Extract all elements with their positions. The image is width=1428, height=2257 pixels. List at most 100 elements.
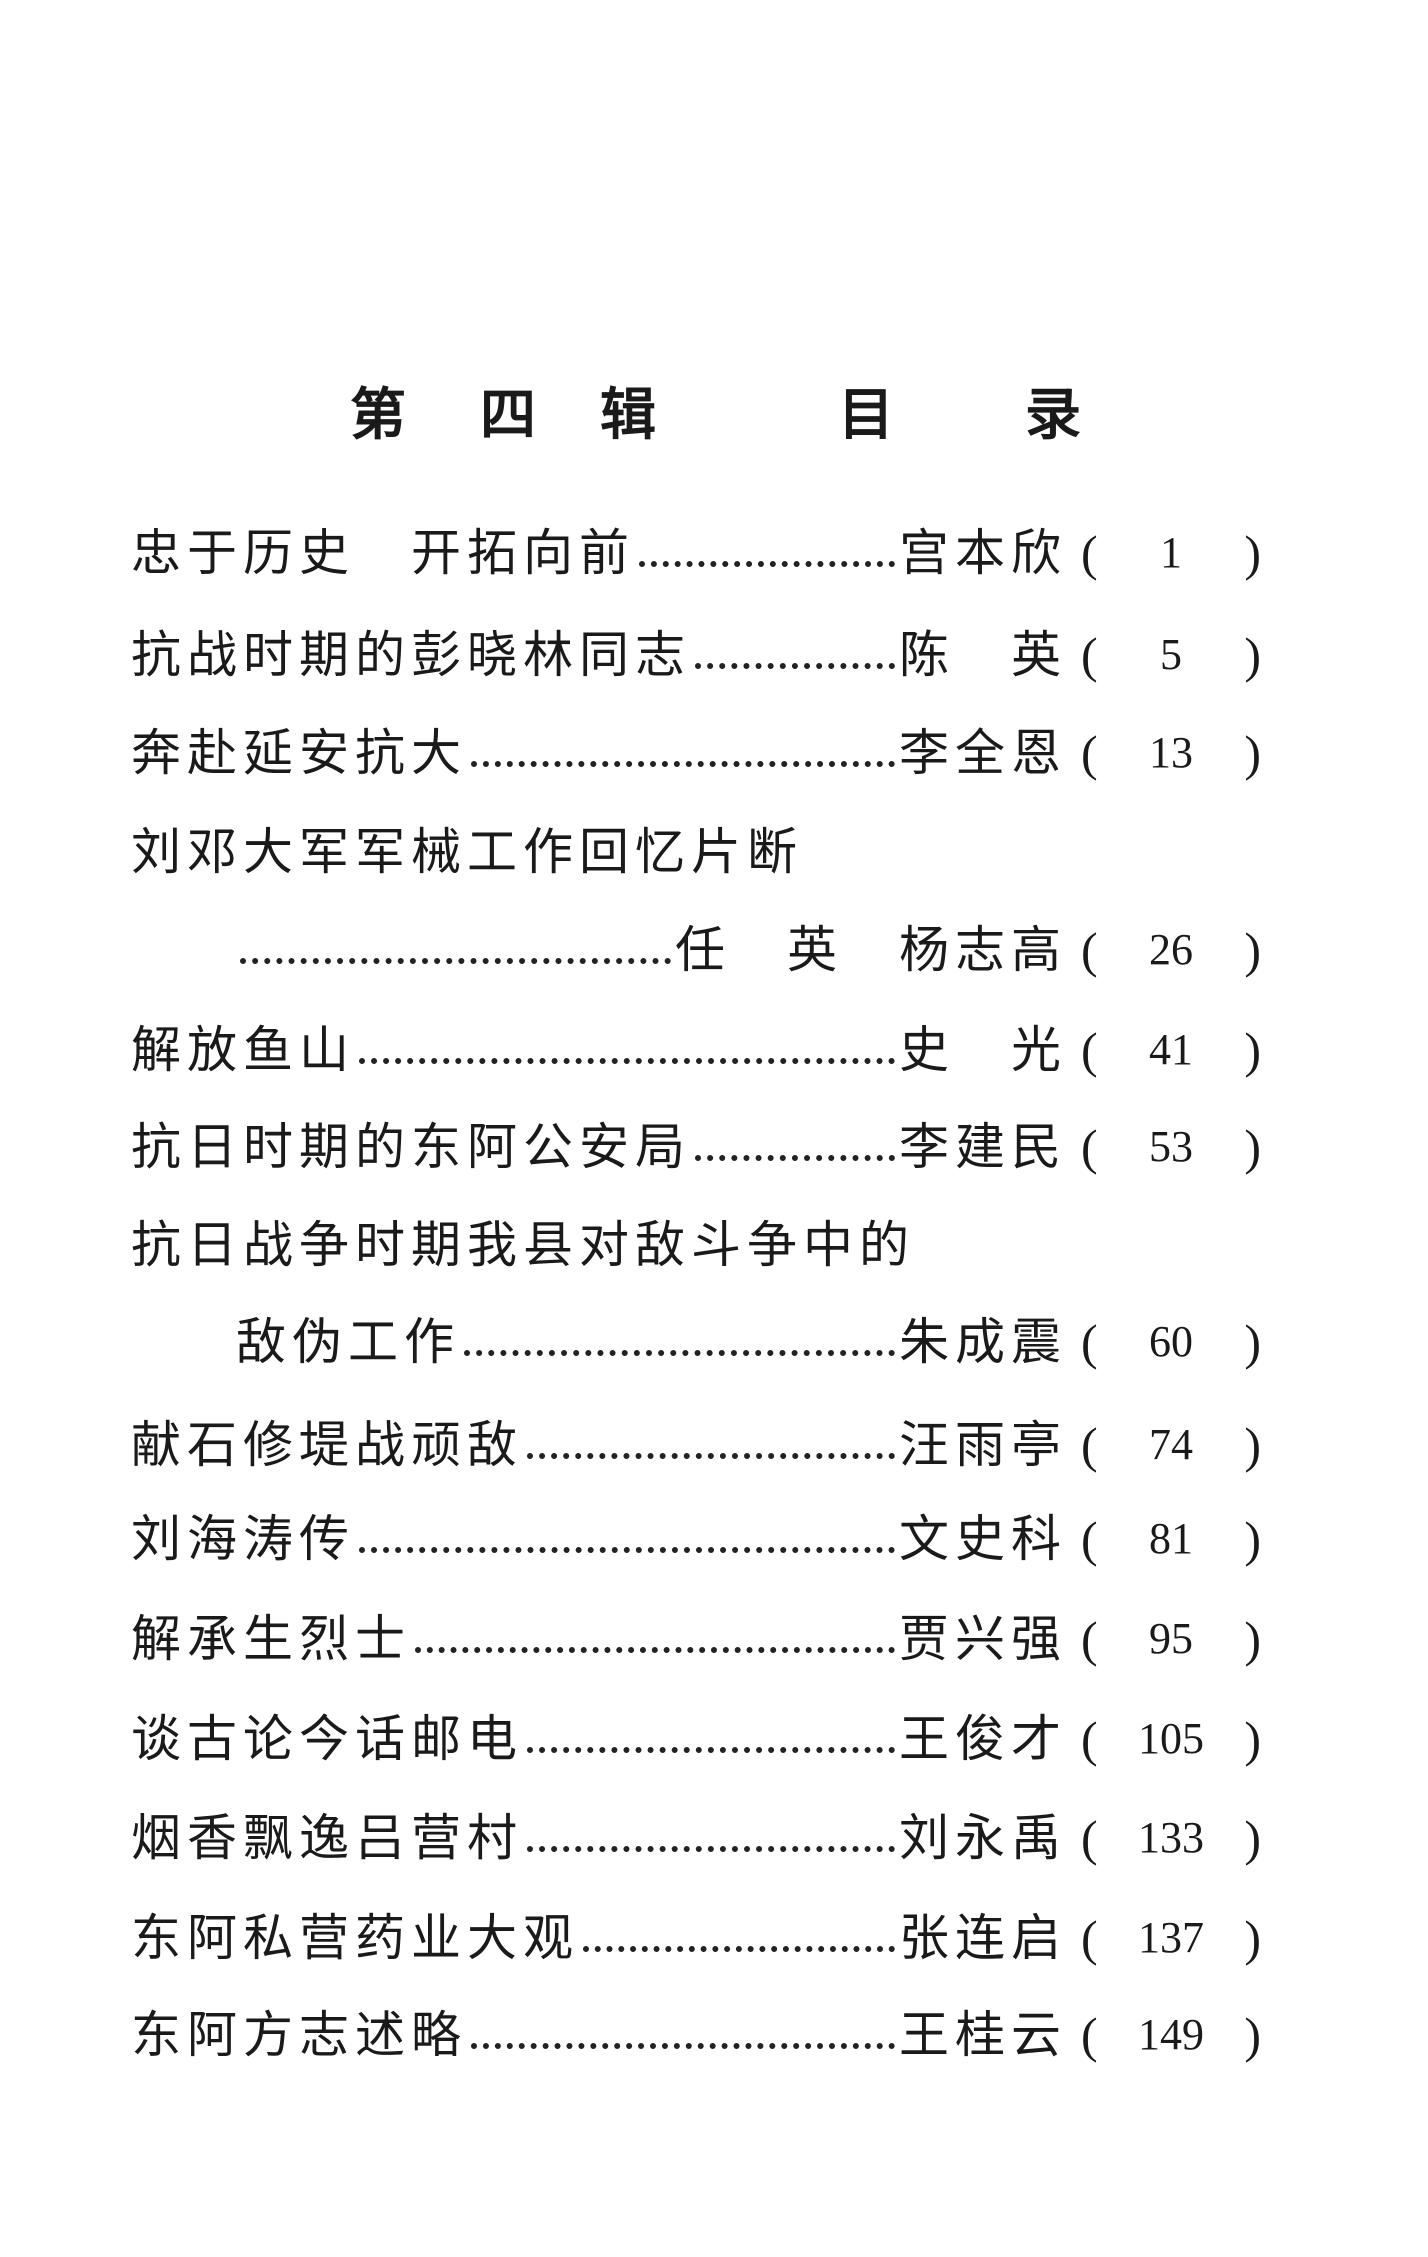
page-number: (60) (1081, 1310, 1261, 1374)
toc-entry[interactable]: 东阿私营药业大观张连启(137) (131, 1906, 1261, 1970)
dot-leader (415, 1647, 895, 1653)
dot-leader (527, 1747, 895, 1753)
heading-char: 目 (838, 382, 894, 448)
dot-leader (240, 958, 671, 964)
toc-entry[interactable]: 刘邓大军军械工作回忆片断 (131, 820, 1261, 884)
entry-title: 刘邓大军军械工作回忆片断 (131, 823, 803, 881)
close-paren: ) (1244, 1022, 1261, 1078)
open-paren: ( (1081, 1119, 1098, 1175)
page-number-value: 53 (1149, 1122, 1193, 1171)
dot-leader (464, 1350, 895, 1356)
toc-entry[interactable]: 敌伪工作朱成震(60) (236, 1310, 1261, 1374)
page-number-value: 81 (1149, 1514, 1193, 1563)
open-paren: ( (1081, 1810, 1098, 1866)
entry-title: 献石修堤战顽敌 (131, 1416, 523, 1474)
toc-entry[interactable]: 抗战时期的彭晓林同志 陈 英(5) (131, 623, 1261, 687)
entry-title: 东阿私营药业大观 (131, 1909, 579, 1967)
dot-leader (359, 1547, 895, 1553)
toc-entry[interactable]: 烟香飘逸吕营村 刘永禹(133) (131, 1806, 1261, 1870)
open-paren: ( (1081, 1417, 1098, 1473)
entry-author: 李全恩 (899, 724, 1067, 782)
entry-title: 刘海涛传 (131, 1510, 355, 1568)
dot-leader (527, 1453, 895, 1459)
heading-char: 第 (350, 382, 406, 448)
page-number-value: 95 (1149, 1614, 1193, 1663)
page-number: (13) (1081, 721, 1261, 785)
page-number-value: 149 (1138, 2010, 1204, 2059)
open-paren: ( (1081, 1314, 1098, 1370)
entry-title: 谈古论今话邮电 (131, 1710, 523, 1768)
toc-entry[interactable]: 奔赴延安抗大 李全恩(13) (131, 721, 1261, 785)
entry-title: 抗日时期的东阿公安局 (131, 1118, 691, 1176)
page-number-value: 5 (1160, 630, 1182, 679)
close-paren: ) (1244, 627, 1261, 683)
entry-title: 东阿方志述略 (131, 2006, 467, 2064)
entry-author: 刘永禹 (899, 1809, 1067, 1867)
page-number-value: 13 (1149, 728, 1193, 777)
page-number-value: 41 (1149, 1025, 1193, 1074)
dot-leader (695, 1155, 895, 1161)
close-paren: ) (1244, 1810, 1261, 1866)
toc-entry[interactable]: 谈古论今话邮电 王俊才(105) (131, 1707, 1261, 1771)
open-paren: ( (1081, 2007, 1098, 2063)
entry-author: 王俊才 (899, 1710, 1067, 1768)
page-number-value: 26 (1149, 925, 1193, 974)
open-paren: ( (1081, 1611, 1098, 1667)
page-number: (95) (1081, 1607, 1261, 1671)
toc-entry[interactable]: 刘海涛传文史科(81) (131, 1507, 1261, 1571)
toc-entry[interactable]: 解承生烈士贾兴强(95) (131, 1607, 1261, 1671)
heading-char: 四 (480, 382, 536, 448)
dot-leader (639, 561, 895, 567)
dot-leader (359, 1058, 895, 1064)
page-number: (105) (1081, 1707, 1261, 1771)
close-paren: ) (1244, 525, 1261, 581)
page-number: (5) (1081, 623, 1261, 687)
dot-leader (583, 1946, 895, 1952)
close-paren: ) (1244, 2007, 1261, 2063)
toc-entry[interactable]: 忠于历史 开拓向前宫本欣(1) (131, 521, 1261, 585)
entry-title: 忠于历史 开拓向前 (131, 524, 635, 582)
page-number: (26) (1081, 918, 1261, 982)
page-number: (53) (1081, 1115, 1261, 1179)
page-number-value: 74 (1149, 1420, 1193, 1469)
toc-entry[interactable]: 东阿方志述略 王桂云(149) (131, 2003, 1261, 2067)
page-number: (133) (1081, 1806, 1261, 1870)
open-paren: ( (1081, 525, 1098, 581)
entry-title: 抗日战争时期我县对敌斗争中的 (131, 1216, 915, 1274)
entry-author: 任 英 杨志高 (675, 921, 1067, 979)
page-number: (41) (1081, 1018, 1261, 1082)
entry-author: 宫本欣 (899, 524, 1067, 582)
close-paren: ) (1244, 1119, 1261, 1175)
dot-leader (527, 1846, 895, 1852)
close-paren: ) (1244, 1511, 1261, 1567)
entry-author: 贾兴强 (899, 1610, 1067, 1668)
page-number-value: 60 (1149, 1317, 1193, 1366)
close-paren: ) (1244, 1314, 1261, 1370)
toc-entry[interactable]: 抗日战争时期我县对敌斗争中的 (131, 1213, 1261, 1277)
open-paren: ( (1081, 725, 1098, 781)
entry-author: 朱成震 (899, 1313, 1067, 1371)
page-number: (81) (1081, 1507, 1261, 1571)
page-number: (74) (1081, 1413, 1261, 1477)
heading-char: 录 (1025, 382, 1081, 448)
open-paren: ( (1081, 1022, 1098, 1078)
entry-author: 王桂云 (899, 2006, 1067, 2064)
dot-leader (471, 761, 895, 767)
toc-entry[interactable]: 献石修堤战顽敌 汪雨亭(74) (131, 1413, 1261, 1477)
entry-title: 奔赴延安抗大 (131, 724, 467, 782)
close-paren: ) (1244, 725, 1261, 781)
entry-title: 烟香飘逸吕营村 (131, 1809, 523, 1867)
entry-author: 陈 英 (899, 626, 1067, 684)
toc-entry[interactable]: 任 英 杨志高(26) (236, 918, 1261, 982)
entry-author: 李建民 (899, 1118, 1067, 1176)
close-paren: ) (1244, 1417, 1261, 1473)
toc-entry[interactable]: 抗日时期的东阿公安局 李建民(53) (131, 1115, 1261, 1179)
page-number-value: 105 (1138, 1714, 1204, 1763)
entry-author: 张连启 (899, 1909, 1067, 1967)
toc-entry[interactable]: 解放鱼山史 光(41) (131, 1018, 1261, 1082)
entry-title: 抗战时期的彭晓林同志 (131, 626, 691, 684)
open-paren: ( (1081, 1511, 1098, 1567)
entry-title: 解放鱼山 (131, 1021, 355, 1079)
open-paren: ( (1081, 627, 1098, 683)
entry-author: 汪雨亭 (899, 1416, 1067, 1474)
